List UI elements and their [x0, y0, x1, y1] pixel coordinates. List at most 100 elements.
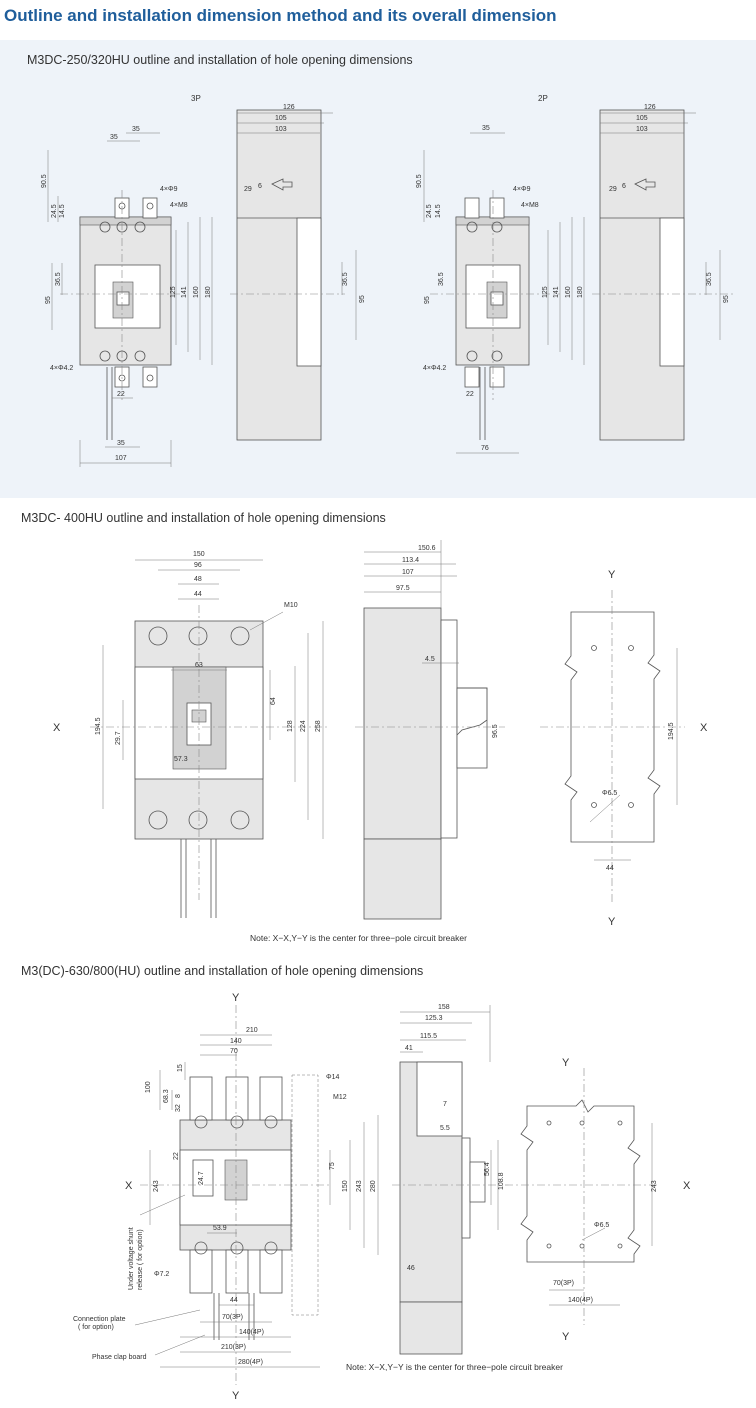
s2-dim: 48 [194, 576, 202, 583]
s2-hole-pattern: 194.5 Φ6.5 44 Y Y X [540, 569, 708, 928]
s3-dim: 243 [153, 1180, 160, 1192]
s3-bottom-busbar [189, 1249, 213, 1294]
s1-dim: 4×M8 [521, 202, 539, 209]
s2-side-view: 150.6 113.4 107 97.5 4.5 96.5 [355, 540, 505, 920]
s1-2p-side-panel [659, 217, 685, 367]
s2-terminal [188, 626, 208, 646]
s3-dim: 280 [370, 1180, 377, 1192]
s3-dim: 68.3 [163, 1089, 170, 1103]
s1-dim: 14.5 [435, 204, 442, 218]
s2-dim: 96 [194, 562, 202, 569]
s3-dim: 243 [651, 1180, 658, 1192]
s3-dim: 140(4P) [568, 1297, 593, 1304]
s2-dim: 29.7 [115, 731, 122, 745]
s2-dim: 44 [194, 591, 202, 598]
s1-dim: 4×Φ9 [160, 186, 178, 193]
section-2-title: M3DC- 400HU outline and installation of … [21, 511, 386, 525]
s3-dim: Φ6.5 [594, 1222, 609, 1229]
s3-dim: 70(3P) [222, 1314, 243, 1321]
s3-hole [546, 1243, 552, 1249]
s1-dim: 35 [117, 440, 125, 447]
s1-2p-top-busbar [464, 197, 480, 219]
s1-dim: 90.5 [416, 174, 423, 188]
s1-3p-handle-slot [116, 291, 130, 306]
s3-hole [579, 1120, 585, 1126]
s3-x-axis-label-right: X [683, 1180, 691, 1192]
s2-hole [591, 645, 597, 651]
s2-terminal [148, 626, 168, 646]
s2-dim: 107 [402, 569, 414, 576]
s1-dim: 126 [644, 104, 656, 111]
s3-phase-clap-board [291, 1074, 319, 1316]
s3-y-axis-label-bottom: Y [562, 1331, 570, 1343]
s2-hole [628, 645, 634, 651]
s1-dim: 36.5 [55, 272, 62, 286]
s3-dim: 140 [230, 1038, 242, 1045]
s1-dim: 24.5 [51, 204, 58, 218]
s3-dim: 5.5 [440, 1125, 450, 1132]
s2-side-handle-box [456, 687, 488, 769]
s1-3p-top-busbar [142, 197, 158, 219]
s1-dim: 24.5 [426, 204, 433, 218]
s1-dim: 4×Φ4.2 [50, 365, 73, 372]
s1-dim: 6 [258, 183, 262, 190]
s3-terminal [194, 1241, 208, 1255]
s2-dim: 150 [193, 551, 205, 558]
s3-side-lower [399, 1301, 463, 1355]
s3-dim: 15 [177, 1064, 184, 1072]
s1-dim: 103 [636, 126, 648, 133]
s3-terminal [264, 1115, 278, 1129]
s3-bottom-busbar [225, 1249, 249, 1294]
s3-dim: Φ14 [326, 1074, 339, 1081]
s1-dim: 14.5 [59, 204, 66, 218]
s3-y-axis-label-bottom: Y [232, 1390, 240, 1402]
s3-terminal [194, 1115, 208, 1129]
s2-dim: 97.5 [396, 585, 410, 592]
s3-dim: 75 [329, 1162, 336, 1170]
s3-hole [617, 1243, 623, 1249]
s3-side-face [461, 1137, 471, 1239]
s1-3p-terminal [134, 350, 146, 362]
s2-front-view: 150 96 48 44 M10 63 57.3 194.5 29.7 64 1… [53, 551, 330, 918]
s1-dim: 6 [622, 183, 626, 190]
s3-side-top-panel [416, 1061, 463, 1137]
s1-2p-side-view: 126 105 103 29 6 36.5 95 [592, 104, 735, 441]
s1-dim: 95 [359, 295, 366, 303]
s3-label-under-voltage: Under voltage shunt [128, 1227, 135, 1290]
s3-hole-pattern: 243 Φ6.5 70(3P) 140(4P) Y Y X [505, 1057, 691, 1343]
s2-side-lower [363, 838, 442, 920]
s3-dim: 70(3P) [553, 1280, 574, 1287]
s1-dim: 105 [275, 115, 287, 122]
s3-dim: 32 [175, 1104, 182, 1112]
s3-dim: 8 [175, 1094, 182, 1098]
s2-x-axis-label-right: X [700, 722, 708, 734]
s1-2p-terminal [466, 221, 478, 233]
s1-dim: 105 [636, 115, 648, 122]
s1-dim: 22 [117, 391, 125, 398]
s3-dim: 115.5 [420, 1033, 437, 1040]
s3-dim: 108.8 [498, 1172, 505, 1190]
s3-label-for-option: ( for option) [78, 1324, 114, 1331]
s3-bottom-busbar [259, 1249, 283, 1294]
s3-dim: 46 [407, 1265, 415, 1272]
s3-dim: M12 [333, 1094, 347, 1101]
s2-x-axis-label: X [53, 722, 61, 734]
s1-dim: 29 [609, 186, 617, 193]
s1-3p-side-panel [296, 217, 322, 367]
s3-top-busbar [259, 1076, 283, 1121]
s1-2p-top-busbar [489, 197, 505, 219]
s1-dim: 126 [283, 104, 295, 111]
s2-terminal [188, 810, 208, 830]
s3-note: Note: X−X,Y−Y is the center for three−po… [346, 1362, 563, 1372]
s2-dim: 128 [287, 720, 294, 732]
s1-dim: 160 [565, 286, 572, 298]
s2-note: Note: X−X,Y−Y is the center for three−po… [250, 933, 467, 943]
s1-2p-terminal [466, 350, 478, 362]
s3-dim: 125.3 [425, 1015, 443, 1022]
s1-dim: 125 [170, 286, 177, 298]
s3-dim: 280(4P) [238, 1359, 263, 1366]
s3-dim: 150 [342, 1180, 349, 1192]
s2-dim: 63 [195, 662, 203, 669]
s2-dim: 194.5 [668, 722, 675, 740]
